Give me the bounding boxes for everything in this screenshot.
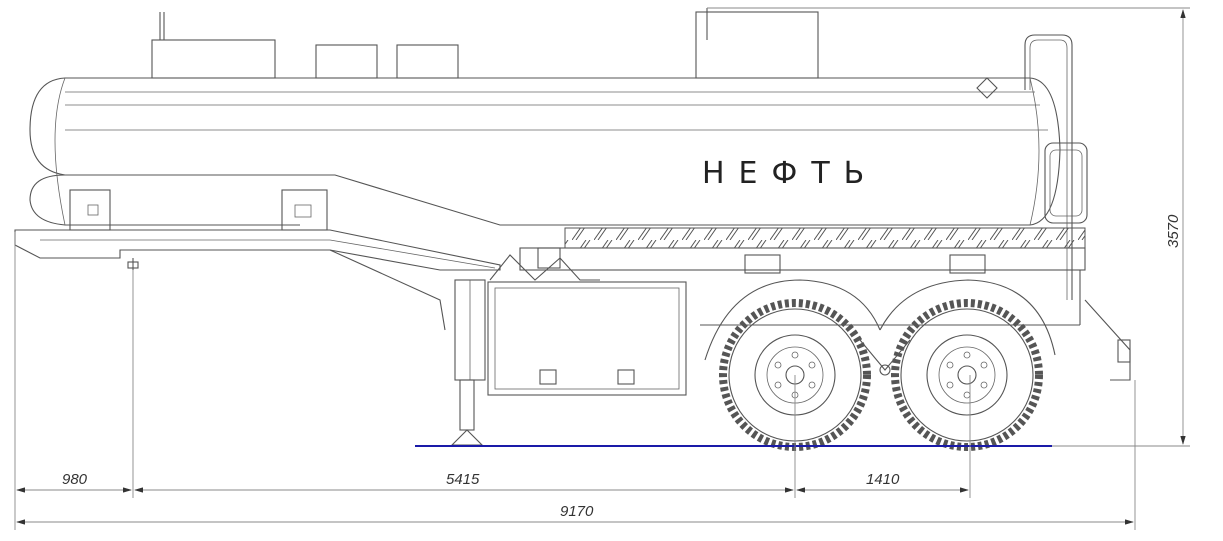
chassis-rail xyxy=(489,227,1086,326)
svg-text:5415: 5415 xyxy=(446,471,480,488)
tank-domes xyxy=(151,8,819,79)
dimension-9170: 9170 xyxy=(16,503,1134,525)
tool-box xyxy=(487,281,687,396)
dimension-5415: 5415 xyxy=(134,471,794,493)
svg-text:980: 980 xyxy=(62,471,88,488)
extension-lines xyxy=(14,7,1190,530)
landing-gear xyxy=(450,279,486,446)
ladder xyxy=(1024,34,1073,300)
dimension-3570: 3570 xyxy=(1165,9,1186,445)
dimension-980: 980 xyxy=(16,471,132,493)
dimension-1410: 1410 xyxy=(796,471,969,493)
frame xyxy=(14,189,501,331)
hazard-diamond-icon xyxy=(976,77,998,99)
tank-label: НЕФТЬ xyxy=(702,156,878,191)
svg-text:3570: 3570 xyxy=(1165,214,1182,248)
tank-body: НЕФТЬ xyxy=(29,77,1088,226)
svg-text:9170: 9170 xyxy=(560,503,594,520)
svg-text:1410: 1410 xyxy=(866,471,900,488)
